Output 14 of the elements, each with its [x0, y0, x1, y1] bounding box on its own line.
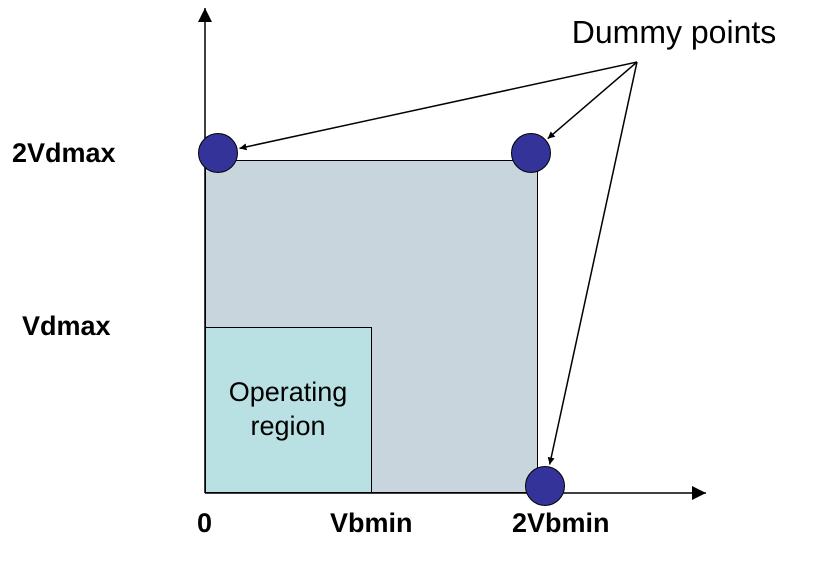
arrow: [547, 61, 638, 140]
dummy-point: [525, 466, 565, 506]
dummy-point: [198, 133, 238, 173]
x-axis-label: 2Vbmin: [512, 510, 610, 537]
callout-text: Dummy points: [540, 12, 808, 52]
dummy-point: [511, 133, 551, 173]
y-axis-label: Vdmax: [22, 313, 111, 340]
operating-region-box: Operating region: [204, 326, 372, 492]
region-box: [205, 160, 538, 493]
y-axis-label: 2Vdmax: [12, 140, 116, 167]
x-axis-label: 0: [197, 510, 212, 537]
arrow: [548, 62, 638, 465]
arrow: [239, 61, 638, 150]
x-axis-label: Vbmin: [330, 510, 413, 537]
